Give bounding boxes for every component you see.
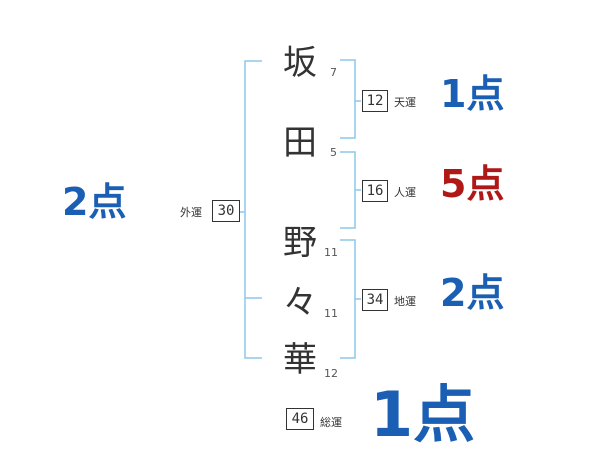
jinkaku-label: 人運 [394,186,416,199]
stroke-count-4: 11 [324,307,338,320]
jinkaku-score: 5点 [440,162,505,206]
soukaku-label: 総運 [320,416,342,429]
name-char-3: 野 [283,223,317,263]
name-char-4: 々 [283,283,317,323]
gaikaku-bracket [244,60,262,359]
stroke-count-3: 11 [324,246,338,259]
stroke-count-1: 7 [330,66,337,79]
name-char-5: 華 [283,340,317,380]
tenkaku-value-box: 12 [362,90,388,112]
stroke-count-5: 12 [324,367,338,380]
gaikaku-value-box: 30 [212,200,240,222]
chikaku-score: 2点 [440,271,505,315]
gaikaku-score: 2点 [62,180,127,224]
chikaku-label: 地運 [394,295,416,308]
tenkaku-bracket [340,59,356,139]
stroke-count-2: 5 [330,146,337,159]
chikaku-value-box: 34 [362,289,388,311]
jinkaku-bracket [340,151,356,229]
gaikaku-label: 外運 [180,206,202,219]
name-char-1: 坂 [283,43,317,83]
soukaku-score: 1点 [370,378,476,451]
jinkaku-value-box: 16 [362,180,388,202]
tenkaku-label: 天運 [394,96,416,109]
name-char-2: 田 [283,123,317,163]
tenkaku-score: 1点 [440,72,505,116]
chikaku-bracket [340,239,356,359]
soukaku-value-box: 46 [286,408,314,430]
